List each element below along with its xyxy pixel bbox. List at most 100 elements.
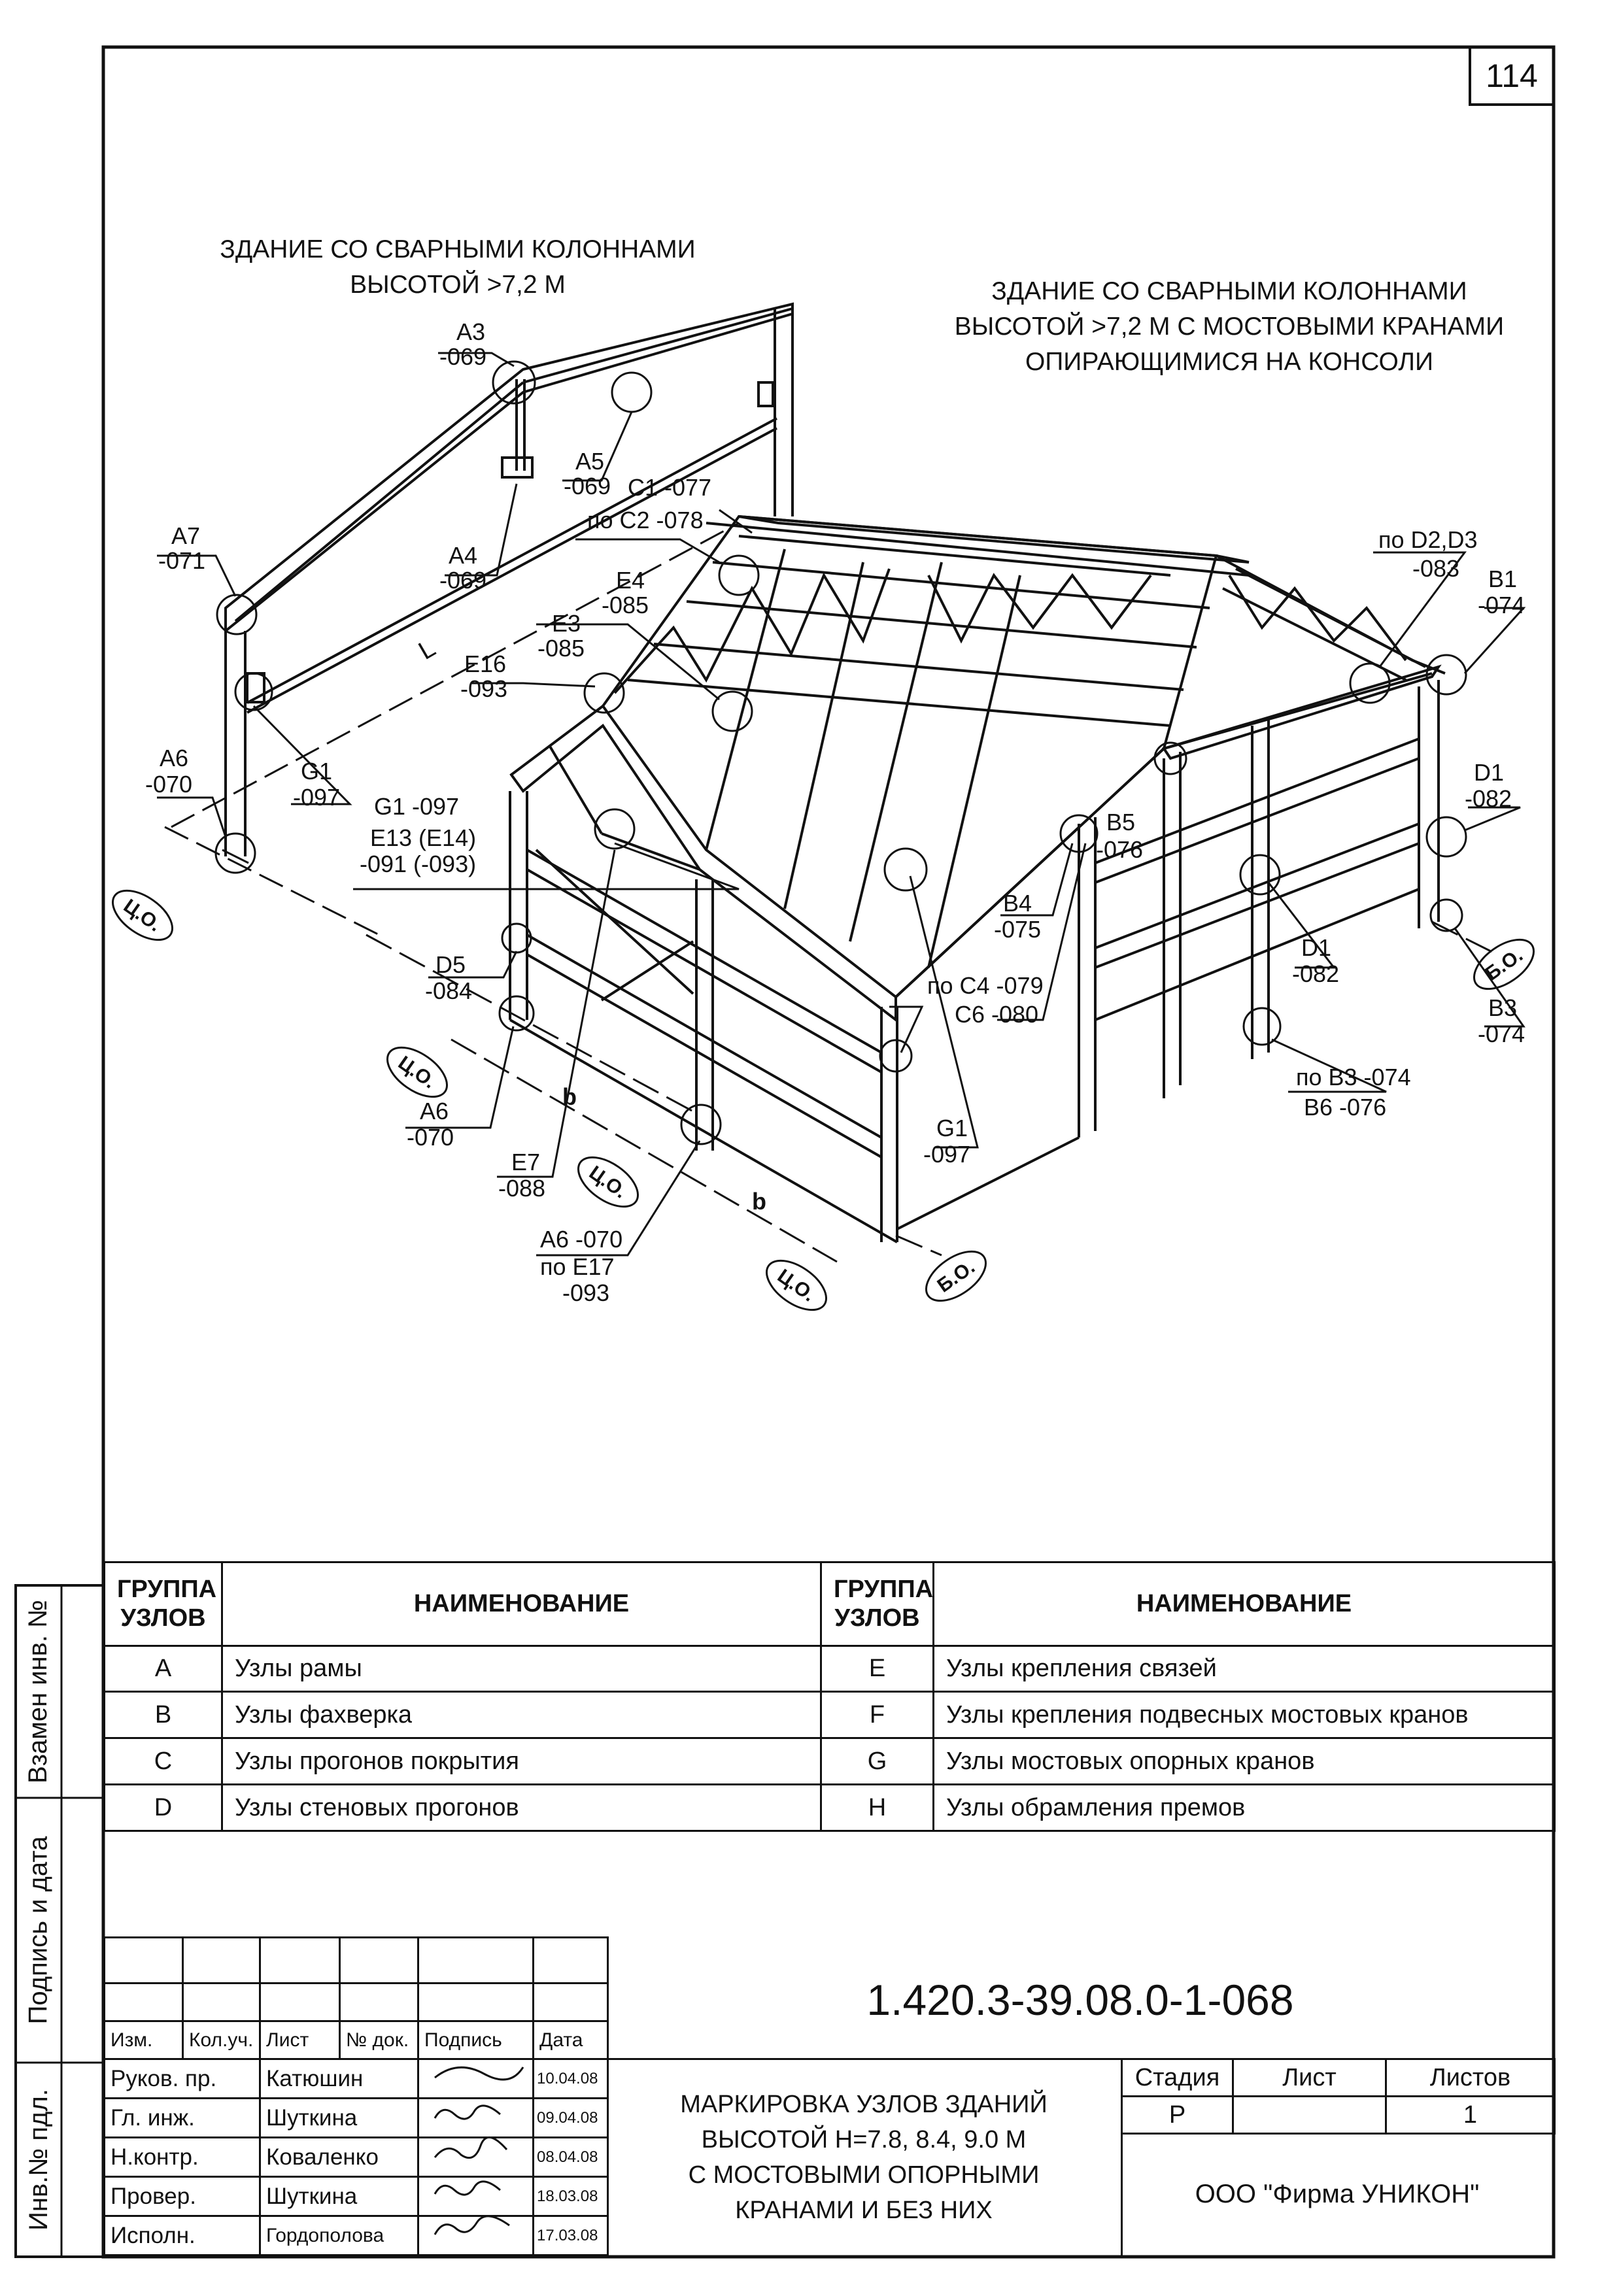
legend-name: Узлы крепления подвесных мостовых кранов — [932, 1691, 1556, 1740]
label-a6-mid-num: -070 — [407, 1124, 454, 1151]
tb-role: Исполн. — [103, 2215, 261, 2256]
tb-divider — [607, 2058, 1554, 2060]
label-b1: B1 — [1488, 566, 1517, 592]
legend-group: C — [103, 1737, 223, 1786]
axis-bo-1: Б.О. — [934, 1256, 979, 1296]
label-a5-num: -069 — [564, 473, 611, 499]
tb-person: Катюшин — [259, 2058, 419, 2099]
label-b-2: b — [752, 1188, 766, 1215]
label-b3: B3 — [1488, 994, 1517, 1021]
legend-row: C Узлы прогонов покрытия G Узлы мостовых… — [103, 1737, 1556, 1786]
caption-left-1: ЗДАНИЕ СО СВАРНЫМИ КОЛОННАМИ — [220, 235, 695, 263]
label-g1-bot: G1 — [936, 1115, 968, 1141]
tb-signature — [417, 2058, 534, 2099]
label-a7-num: -071 — [158, 547, 205, 574]
legend-group: B — [103, 1691, 223, 1740]
axis-bubbles — [111, 889, 1535, 1311]
drawing-title: МАРКИРОВКА УЗЛОВ ЗДАНИЙ ВЫСОТОЙ Н=7.8, 8… — [680, 2090, 1048, 2224]
caption-right-1: ЗДАНИЕ СО СВАРНЫМИ КОЛОННАМИ — [991, 277, 1467, 305]
sheet-number: 114 — [1486, 58, 1538, 94]
label-b1-num: -074 — [1478, 592, 1525, 618]
left-portal-frame — [224, 302, 794, 856]
label-g1-mid: G1 -097 — [374, 793, 459, 820]
label-g1-left: G1 — [301, 758, 332, 785]
tb-head-kol: Кол.уч. — [182, 2020, 261, 2060]
label-d5-num: -084 — [425, 977, 472, 1004]
side-podpis: Подпись и дата — [16, 1798, 61, 2063]
building-axes — [366, 920, 1498, 1263]
legend-name: Узлы фахверка — [221, 1691, 822, 1740]
tb-date: 09.04.08 — [532, 2097, 609, 2138]
axis-co-4: Ц.О. — [774, 1265, 819, 1306]
legend-name: Узлы мостовых опорных кранов — [932, 1737, 1556, 1786]
axis-co-3: Ц.О. — [585, 1162, 631, 1203]
label-a4: A4 — [449, 542, 477, 569]
label-e13: E13 (E14) — [370, 824, 476, 851]
tb-date: 08.04.08 — [532, 2136, 609, 2178]
label-e3: E3 — [552, 610, 581, 637]
legend-row: D Узлы стеновых прогонов H Узлы обрамлен… — [103, 1783, 1556, 1832]
legend-group: F — [820, 1691, 934, 1740]
legend-row: B Узлы фахверка F Узлы крепления подвесн… — [103, 1691, 1556, 1740]
label-g1-left-num: -097 — [293, 784, 340, 811]
label-b3b6: по B3 -074 — [1296, 1064, 1411, 1090]
side-podpis-label: Подпись и дата — [24, 1836, 53, 2025]
legend-group: D — [103, 1783, 223, 1832]
legend-name: Узлы обрамления премов — [932, 1783, 1556, 1832]
tb-head-podpis: Подпись — [417, 2020, 534, 2060]
node-labels: A3 -069 A5 -069 C1 -077 по C2 -078 A4 -0… — [145, 318, 1525, 1306]
legend-row: A Узлы рамы E Узлы крепления связей — [103, 1644, 1556, 1693]
axis-co-1: Ц.О. — [120, 895, 165, 936]
legend-head-group-1: ГРУППА УЗЛОВ — [103, 1561, 223, 1647]
label-d1-right: D1 — [1474, 759, 1504, 786]
label-b4-num: -075 — [994, 916, 1041, 943]
label-c4: по C4 -079 — [927, 972, 1044, 999]
node-circles — [214, 360, 1467, 1145]
sheet-frame — [14, 45, 1556, 2259]
legend-name: Узлы стеновых прогонов — [221, 1783, 822, 1832]
stage-table: Стадия Лист Листов Р 1 — [1121, 2058, 1556, 2135]
legend-group: E — [820, 1644, 934, 1693]
tb-divider-v2 — [1121, 2058, 1123, 2256]
label-e4-num: -085 — [602, 592, 649, 618]
label-c2: по C2 -078 — [587, 507, 704, 533]
label-e17: по E17 — [540, 1253, 615, 1280]
tb-person: Шуткина — [259, 2176, 419, 2217]
sheet-value — [1232, 2095, 1387, 2135]
document-code: 1.420.3-39.08.0-1-068 — [866, 1976, 1294, 2024]
tb-signature — [417, 2176, 534, 2217]
firm-name: ООО "Фирма УНИКОН" — [1195, 2180, 1480, 2208]
label-a3-num: -069 — [439, 343, 486, 370]
tb-role: Провер. — [103, 2176, 261, 2217]
tb-person: Коваленко — [259, 2136, 419, 2178]
side-inv: Инв.№ пдл. — [16, 2063, 61, 2257]
legend-group: H — [820, 1783, 934, 1832]
label-d1-mid: D1 — [1301, 934, 1331, 961]
caption-right-2: ВЫСОТОЙ >7,2 М С МОСТОВЫМИ КРАНАМИ — [955, 311, 1504, 341]
tb-divider-v — [607, 1936, 609, 2256]
label-d5: D5 — [435, 951, 466, 978]
tb-person: Гордополова — [259, 2215, 419, 2256]
label-e13-num: -091 (-093) — [360, 851, 476, 877]
tb-person: Шуткина — [259, 2097, 419, 2138]
label-e4: E4 — [616, 567, 645, 594]
label-e16: E16 — [464, 650, 506, 677]
label-l: L — [414, 634, 440, 666]
legend-head-name-1: НАИМЕНОВАНИЕ — [221, 1561, 822, 1647]
label-a5: A5 — [575, 448, 604, 475]
caption-right-3: ОПИРАЮЩИМИСЯ НА КОНСОЛИ — [1025, 348, 1433, 376]
title-block: Изм. Кол.уч. Лист № док. Подпись Дата Ру… — [103, 1936, 1556, 2256]
label-a7: A7 — [171, 522, 200, 549]
legend-name: Узлы крепления связей — [932, 1644, 1556, 1693]
legend-group: A — [103, 1644, 223, 1693]
label-e7: E7 — [511, 1149, 540, 1175]
legend-name: Узлы рамы — [221, 1644, 822, 1693]
label-d1-right-num: -082 — [1465, 785, 1512, 812]
tb-date: 18.03.08 — [532, 2176, 609, 2217]
tb-signature — [417, 2136, 534, 2178]
side-inv-label: Инв.№ пдл. — [24, 2089, 53, 2231]
side-vzamen: Взамен инв. № — [16, 1585, 61, 1798]
tb-date: 10.04.08 — [532, 2058, 609, 2099]
title-block-grid: Изм. Кол.уч. Лист № док. Подпись Дата Ру… — [103, 1936, 609, 2256]
